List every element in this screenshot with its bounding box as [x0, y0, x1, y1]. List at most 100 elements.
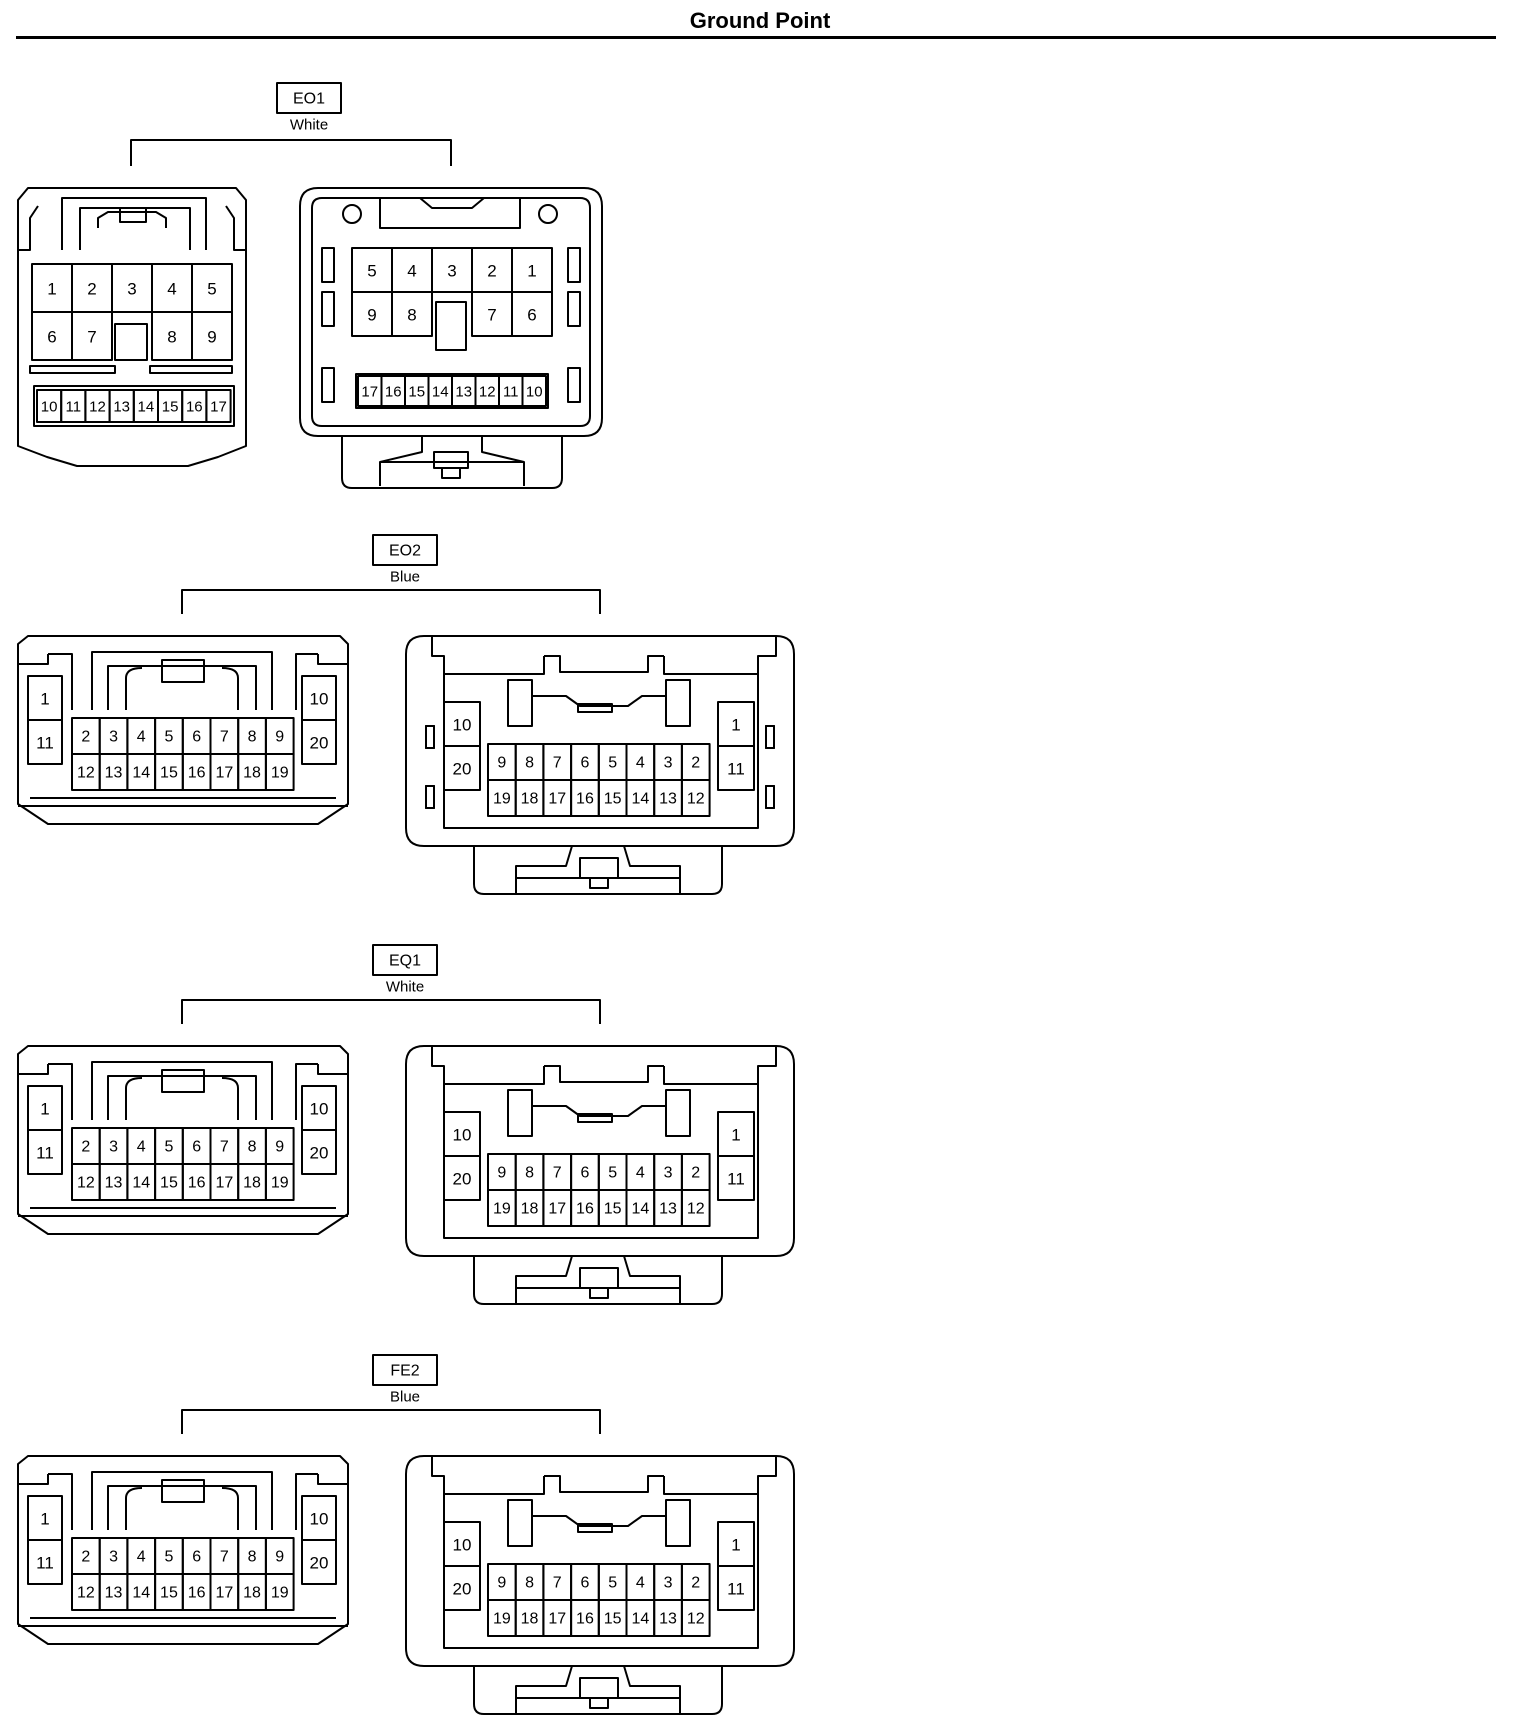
pin-number: 12 [89, 399, 106, 416]
pin-number: 2 [691, 1575, 700, 1592]
latch-tab [577, 1523, 613, 1533]
pin-number: 20 [453, 1170, 472, 1189]
housing-detail [48, 653, 73, 710]
housing-detail [295, 1063, 318, 1120]
pin-number: 9 [497, 755, 506, 772]
connector-latch [107, 1075, 257, 1120]
connector-latch [532, 1105, 666, 1117]
pin-number: 12 [687, 791, 705, 808]
side-slot [765, 725, 775, 749]
latch-tab [161, 659, 205, 683]
connector-color-label: Blue [390, 1389, 420, 1406]
lower-tab [473, 1256, 723, 1305]
pin-number: 6 [580, 755, 589, 772]
pin-number: 2 [691, 755, 700, 772]
pin-number: 14 [138, 399, 155, 416]
pin-number: 11 [503, 384, 519, 401]
pin-number: 1 [731, 1126, 740, 1145]
lower-tab-detail [515, 1255, 681, 1304]
latch-tab [161, 1069, 205, 1093]
latch-post [665, 1089, 691, 1137]
pin-cell [205, 389, 232, 423]
connector-latch [532, 1515, 666, 1527]
pin-number: 4 [137, 1139, 146, 1156]
pin-number: 18 [243, 1175, 261, 1192]
pin-number: 12 [77, 765, 95, 782]
pin-number: 16 [188, 765, 206, 782]
connector-id-label: EO2 [389, 543, 421, 560]
pin-number: 11 [727, 760, 745, 779]
pin-number: 9 [497, 1575, 506, 1592]
housing-detail [18, 1064, 348, 1075]
pin-number: 7 [220, 1549, 229, 1566]
pin-number: 15 [604, 1611, 622, 1628]
pin-number: 20 [453, 760, 472, 779]
connector-color-label: White [290, 117, 328, 134]
pin-number: 10 [453, 1126, 472, 1145]
pin-number: 8 [525, 755, 534, 772]
connector-latch [544, 1065, 664, 1083]
pin-number: 4 [137, 729, 146, 746]
connector-latch [532, 695, 666, 707]
pin-number: 14 [631, 791, 649, 808]
pin-number: 16 [188, 1175, 206, 1192]
pin-number: 13 [105, 1175, 123, 1192]
pin-number: 14 [432, 384, 449, 401]
lower-tab-key [589, 877, 609, 889]
pin-number: 9 [275, 1139, 284, 1156]
pin-number: 6 [580, 1165, 589, 1182]
side-slot [567, 367, 581, 403]
pin-cell [27, 719, 63, 765]
pin-number: 1 [40, 1510, 49, 1529]
pin-cell [521, 375, 547, 407]
pin-cell [27, 1539, 63, 1585]
connector-id-label: FE2 [390, 1363, 419, 1380]
housing-detail [48, 1473, 73, 1530]
pin-cell [301, 1129, 337, 1175]
connector-housing [17, 187, 247, 467]
pin-cell [717, 1155, 755, 1201]
title-rule [16, 36, 1496, 39]
latch-post [665, 1499, 691, 1547]
connector-latch [544, 1475, 664, 1493]
pin-number: 1 [731, 716, 740, 735]
connector-latch [125, 667, 239, 710]
mounting-hole [342, 204, 362, 224]
inner-housing [443, 1494, 759, 1649]
pin-number: 11 [66, 399, 82, 416]
pin-number: 8 [525, 1165, 534, 1182]
pin-cell [443, 745, 481, 791]
side-slot [567, 291, 581, 327]
pin-number: 16 [576, 1611, 594, 1628]
housing-detail [48, 1063, 73, 1120]
pin-number: 17 [215, 1585, 233, 1602]
connector-latch [544, 655, 664, 673]
pin-number: 18 [521, 1201, 539, 1218]
lower-tab [341, 436, 563, 489]
side-slot [765, 785, 775, 809]
side-slot [425, 785, 435, 809]
pin-number: 8 [407, 306, 416, 325]
connector-latch [91, 651, 273, 710]
pin-number: 15 [604, 1201, 622, 1218]
pin-number: 12 [479, 384, 496, 401]
center-key [435, 301, 467, 351]
pin-number: 20 [453, 1580, 472, 1599]
pin-number: 8 [525, 1575, 534, 1592]
pin-number: 9 [275, 1549, 284, 1566]
pin-number: 9 [275, 729, 284, 746]
side-slot [765, 725, 775, 749]
pin-number: 3 [109, 1549, 118, 1566]
pin-number: 2 [487, 262, 496, 281]
connector-housing [17, 635, 349, 825]
pin-number: 2 [691, 1165, 700, 1182]
pin-number: 19 [271, 1175, 289, 1192]
